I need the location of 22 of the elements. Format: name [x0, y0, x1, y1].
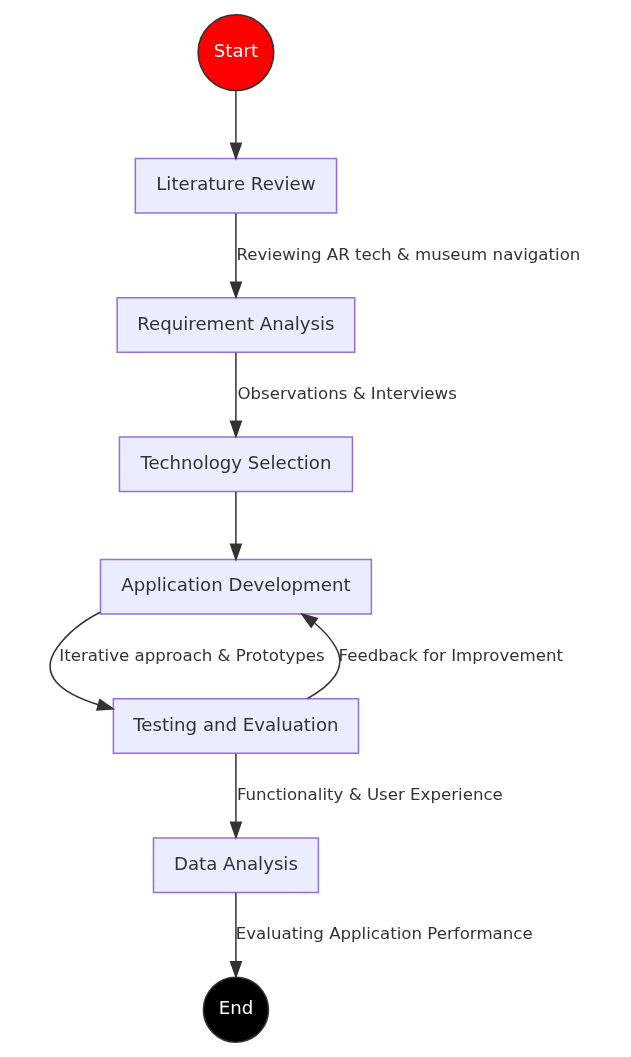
- node-circle: End: [202, 976, 270, 1043]
- edge-label: Feedback for Improvement: [338, 645, 564, 665]
- node-box: Data Analysis: [152, 837, 320, 894]
- node-box: Literature Review: [134, 157, 338, 214]
- arrow: [229, 490, 243, 562]
- edge-label: Iterative approach & Prototypes: [59, 645, 325, 665]
- node-circle: Start: [197, 14, 275, 92]
- arrow: [49, 611, 116, 711]
- node-box: Technology Selection: [118, 436, 354, 493]
- arrow: [229, 753, 243, 840]
- arrow: [229, 891, 243, 980]
- arrow: [229, 90, 243, 161]
- arrow: [299, 612, 341, 700]
- node-box: Application Development: [99, 558, 373, 615]
- arrow: [229, 352, 243, 439]
- node-box: Requirement Analysis: [116, 297, 356, 353]
- arrow: [229, 212, 243, 300]
- edge-label: Functionality & User Experience: [236, 784, 503, 804]
- edge-label: Reviewing AR tech & museum navigation: [236, 244, 581, 264]
- edge-label: Observations & Interviews: [237, 383, 457, 403]
- node-box: Testing and Evaluation: [112, 698, 360, 754]
- edge-label: Evaluating Application Performance: [235, 924, 533, 944]
